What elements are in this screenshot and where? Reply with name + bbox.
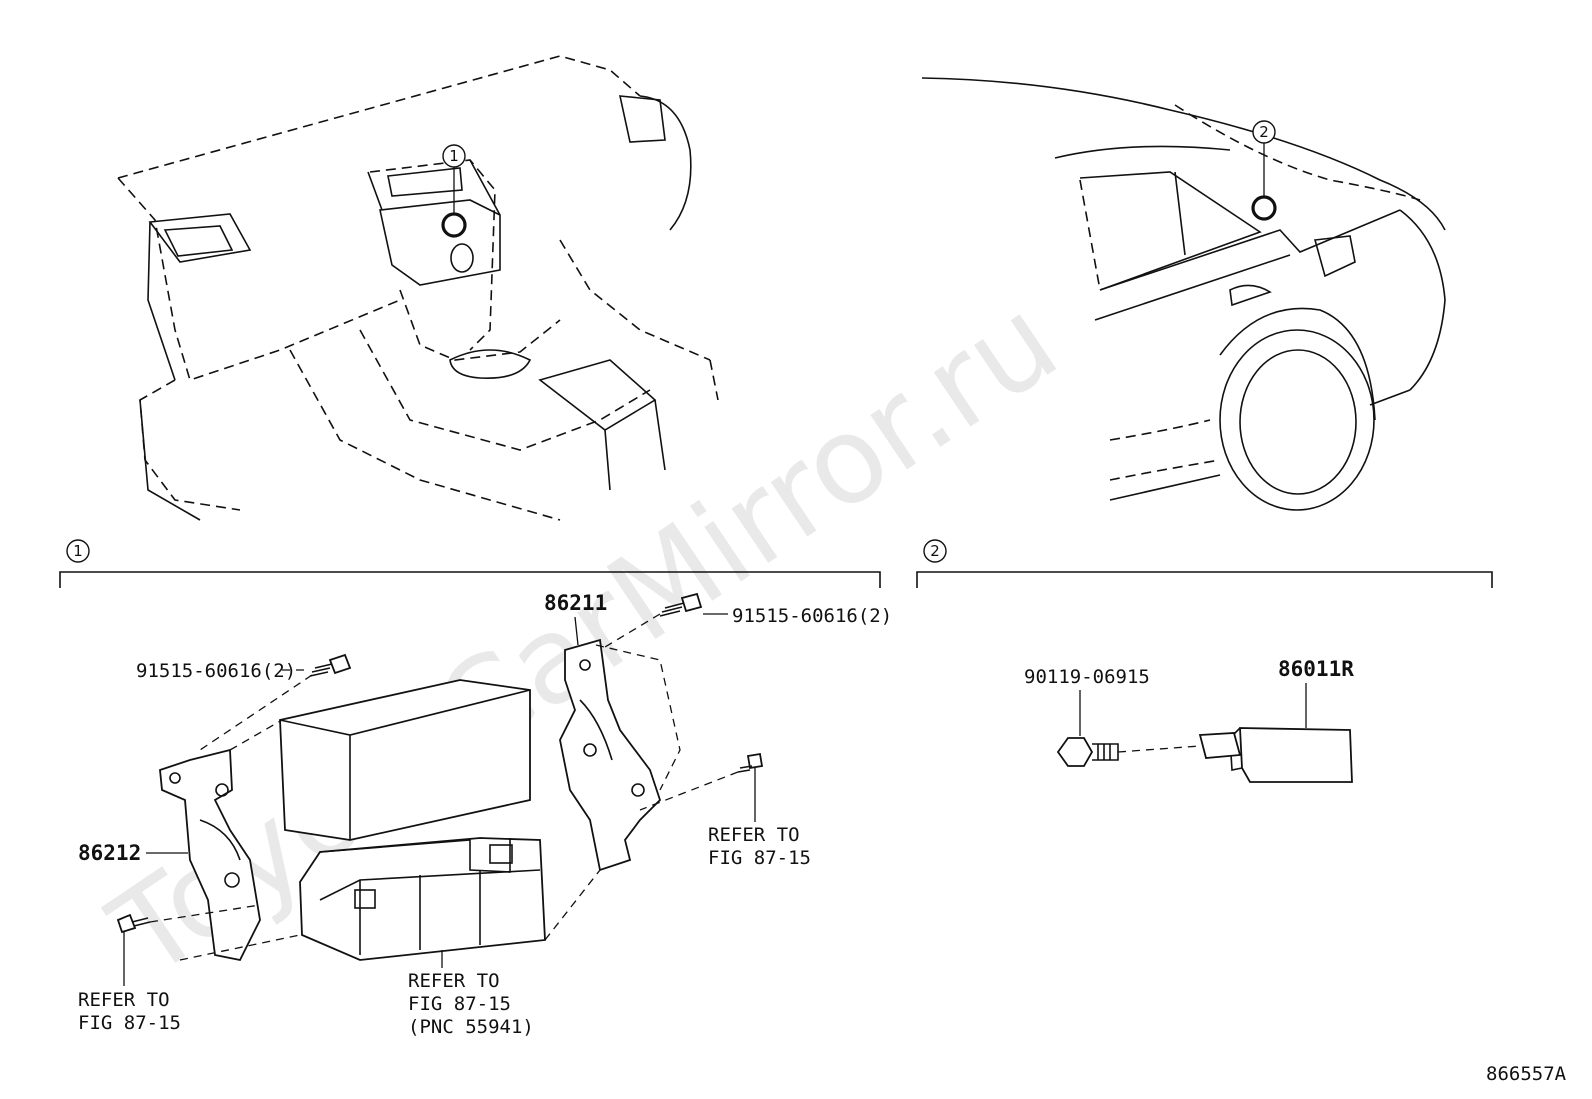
refer-right-line1: REFER TO bbox=[708, 824, 800, 846]
refer-center-line3: (PNC 55941) bbox=[408, 1016, 534, 1038]
callout-1-top-number: 1 bbox=[449, 147, 459, 165]
section-1-number: 1 bbox=[73, 542, 83, 560]
refer-center-line2: FIG 87-15 bbox=[408, 993, 511, 1015]
section-1-bracket bbox=[59, 571, 881, 588]
dashboard-illustration: 1 bbox=[117, 55, 719, 521]
section-1-callout bbox=[66, 539, 90, 563]
section-2-bracket bbox=[916, 571, 1493, 588]
part-86211-label: 86211 bbox=[544, 591, 607, 615]
section-2-exploded-view bbox=[1056, 727, 1353, 783]
section-1-exploded-view bbox=[116, 592, 764, 962]
refer-left-line2: FIG 87-15 bbox=[78, 1012, 181, 1034]
location-marker-1 bbox=[441, 212, 467, 238]
section-2-number: 2 bbox=[930, 542, 940, 560]
location-marker-2 bbox=[1251, 195, 1277, 221]
refer-right-line2: FIG 87-15 bbox=[708, 847, 811, 869]
refer-left-line1: REFER TO bbox=[78, 989, 170, 1011]
figure-code: 866557A bbox=[1486, 1063, 1567, 1085]
bolt-91515-right-label: 91515-60616(2) bbox=[732, 605, 892, 627]
callout-2-top bbox=[1252, 120, 1276, 144]
part-86011R-label: 86011R bbox=[1278, 657, 1354, 681]
bolt-90119-label: 90119-06915 bbox=[1024, 666, 1150, 688]
callout-1-top bbox=[442, 144, 466, 168]
section-2-callout bbox=[923, 539, 947, 563]
car-illustration: 2 bbox=[921, 77, 1446, 511]
refer-center-line1: REFER TO bbox=[408, 970, 500, 992]
part-86212-label: 86212 bbox=[78, 841, 141, 865]
callout-2-top-number: 2 bbox=[1259, 123, 1269, 141]
bolt-91515-left-label: 91515-60616(2) bbox=[136, 660, 296, 682]
